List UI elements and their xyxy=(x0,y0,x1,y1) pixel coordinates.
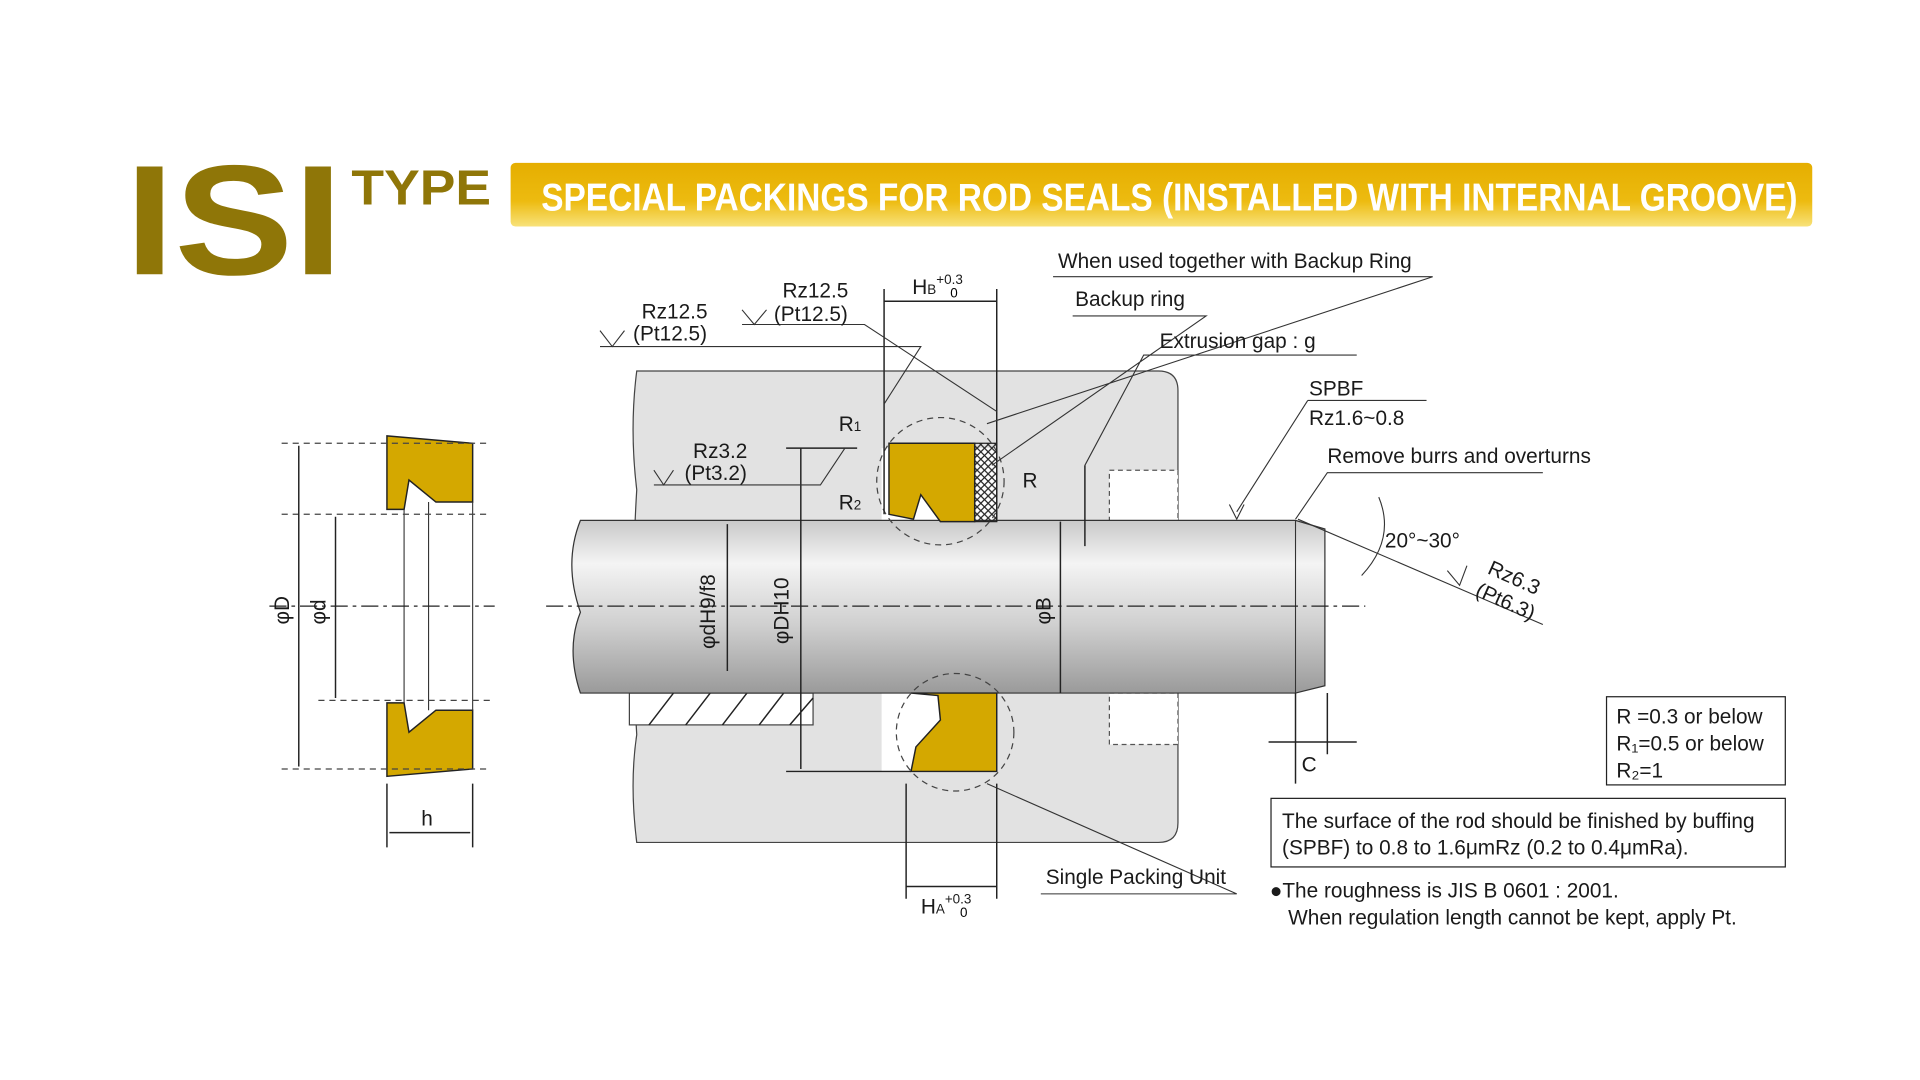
r-label: R xyxy=(1022,469,1037,492)
h-label: h xyxy=(421,807,433,830)
hb-label: HB+0.3 xyxy=(912,272,963,299)
seal-section-view: φD φd h xyxy=(269,435,495,848)
pt12-5-label-a: (Pt12.5) xyxy=(633,322,707,345)
dimension-lines xyxy=(599,276,1544,899)
phi-d-label: φd xyxy=(308,599,331,624)
ha-tol-low: 0 xyxy=(960,905,967,920)
angle-label: 20°~30° xyxy=(1385,529,1460,552)
backup-ring-label: Backup ring xyxy=(1075,288,1185,311)
backup-ring xyxy=(974,442,998,523)
phi-D-h10-label: φDH10 xyxy=(771,577,794,644)
footnote-roughness: ●The roughness is JIS B 0601 : 2001. xyxy=(1270,880,1619,903)
packing-top xyxy=(888,442,976,523)
extrusion-gap-label: Extrusion gap : g xyxy=(1160,330,1316,353)
surface-note-line1: The surface of the rod should be finishe… xyxy=(1282,810,1754,833)
packing-bottom xyxy=(910,692,998,773)
logo-type: TYPE xyxy=(351,161,491,215)
footnote-pt: When regulation length cannot be kept, a… xyxy=(1288,906,1737,929)
rz12-5-label-a: Rz12.5 xyxy=(642,300,708,323)
r1-label: R1 xyxy=(839,413,862,436)
hb-tol-low: 0 xyxy=(950,286,957,301)
phi-D-label: φD xyxy=(271,596,294,625)
logo-series: ISI xyxy=(125,133,343,308)
banner-title: SPECIAL PACKINGS FOR ROD SEALS (INSTALLE… xyxy=(541,177,1797,220)
c-label: C xyxy=(1302,753,1317,776)
radius-r1: R₁=0.5 or below xyxy=(1616,733,1764,756)
radius-r: R =0.3 or below xyxy=(1616,706,1763,729)
title-banner: SPECIAL PACKINGS FOR ROD SEALS (INSTALLE… xyxy=(510,162,1813,227)
single-packing-label: Single Packing Unit xyxy=(1046,866,1227,889)
rz12-5-label-b: Rz12.5 xyxy=(782,280,848,303)
ha-label: HA+0.3 xyxy=(921,892,972,919)
rz1-6-label: Rz1.6~0.8 xyxy=(1309,407,1404,430)
pt12-5-label-b: (Pt12.5) xyxy=(774,303,848,326)
rod xyxy=(546,519,1366,694)
backup-together-label: When used together with Backup Ring xyxy=(1058,250,1412,273)
surface-note-box: The surface of the rod should be finishe… xyxy=(1270,797,1786,868)
radius-spec-box: R =0.3 or below R₁=0.5 or below R₂=1 xyxy=(1605,696,1786,786)
pt3-2-label: (Pt3.2) xyxy=(684,462,746,485)
rz3-2-label: Rz3.2 xyxy=(693,440,747,463)
phi-d-h9-label: φdH9/f8 xyxy=(697,574,720,649)
radius-r2: R₂=1 xyxy=(1616,760,1663,783)
phi-B-label: φB xyxy=(1033,597,1056,624)
r2-label: R2 xyxy=(839,491,862,514)
remove-burrs-label: Remove burrs and overturns xyxy=(1327,445,1591,468)
spbf-label: SPBF xyxy=(1309,378,1363,401)
surface-note-line2: (SPBF) to 0.8 to 1.6μmRz (0.2 to 0.4μmRa… xyxy=(1282,837,1689,860)
